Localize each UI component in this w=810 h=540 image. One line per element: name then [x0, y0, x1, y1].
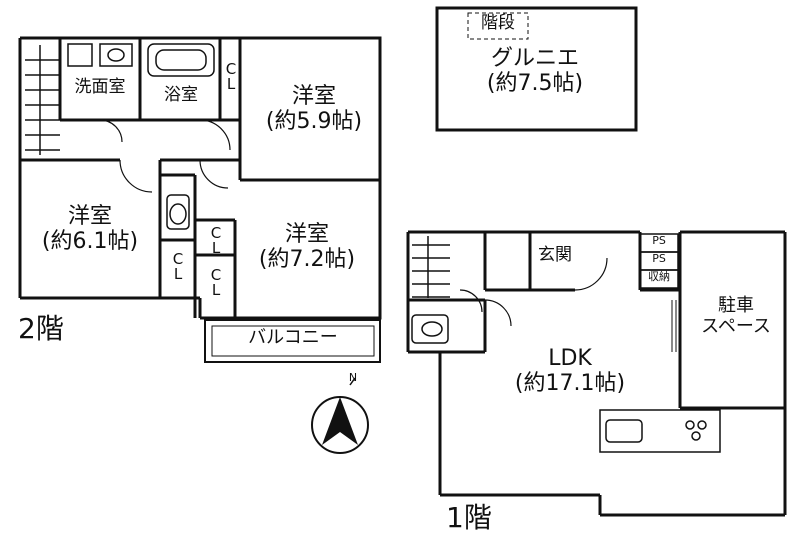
- closet-label-top: C L: [225, 60, 237, 93]
- closet-label-mid: C L: [210, 224, 222, 257]
- compass-north-mark: N: [348, 371, 358, 384]
- parking-label-line2: スペース: [701, 315, 771, 337]
- floor1-label: 1階: [446, 501, 492, 534]
- western-room-a-name: 洋室: [291, 84, 336, 109]
- floor1-stairs: [412, 236, 450, 298]
- western-room-c-name: 洋室: [284, 222, 329, 247]
- floor1-doors: [459, 257, 608, 327]
- western-room-a-size: (約5.9帖): [265, 109, 363, 135]
- floor2-stairs: [25, 45, 60, 155]
- balcony-outline: [204, 319, 381, 363]
- grenier-size: (約7.5帖): [486, 71, 584, 97]
- entrance-label: 玄関: [538, 245, 572, 265]
- ldk-label: LDK (約17.1帖): [490, 346, 650, 397]
- parking-label-line1: 駐車: [718, 295, 754, 316]
- floor2-fixtures: [67, 43, 215, 230]
- floor1-walls: [406, 230, 787, 517]
- closet-label-left: C L: [172, 250, 184, 283]
- grenier-box: [435, 6, 638, 132]
- ldk-size: (約17.1帖): [514, 371, 626, 397]
- ps-label-2: PS: [652, 252, 666, 265]
- western-room-b-size: (約6.1帖): [41, 229, 139, 255]
- storage-label: 収納: [648, 270, 670, 283]
- western-room-b-label: 洋室 (約6.1帖): [22, 204, 158, 255]
- balcony-label: バルコニー: [248, 327, 338, 348]
- grenier-name: グルニエ: [490, 46, 579, 71]
- floor1-fixtures: [411, 233, 721, 453]
- compass-rose: [311, 377, 369, 454]
- grenier-label: グルニエ (約7.5帖): [440, 46, 630, 97]
- stairs-label: 階段: [481, 13, 515, 33]
- floor2-walls: [18, 36, 382, 320]
- parking-label: 駐車 スペース: [688, 295, 784, 337]
- western-room-a-label: 洋室 (約5.9帖): [250, 84, 378, 135]
- ps-label-1: PS: [652, 234, 666, 247]
- western-room-b-name: 洋室: [67, 204, 112, 229]
- ldk-name: LDK: [548, 346, 592, 371]
- washroom-label: 洗面室: [74, 77, 126, 97]
- western-room-c-size: (約7.2帖): [258, 247, 356, 273]
- closet-label-lower: C L: [210, 266, 222, 299]
- bath-label: 浴室: [164, 85, 198, 105]
- floor2-doors: [99, 119, 231, 193]
- western-room-c-label: 洋室 (約7.2帖): [238, 222, 376, 273]
- floor2-label: 2階: [18, 312, 64, 345]
